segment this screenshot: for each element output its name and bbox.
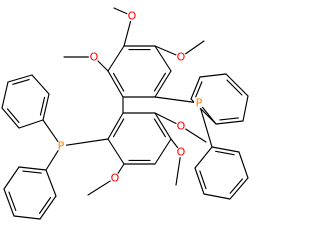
double-bond-inner	[226, 79, 243, 96]
phosphorus-atom-label: P	[58, 140, 65, 153]
double-bond-outer	[107, 70, 124, 98]
double-bond-inner	[39, 96, 46, 116]
double-bond-outer	[211, 146, 240, 153]
double-bond-inner	[39, 197, 52, 214]
atom-label-background	[175, 120, 187, 132]
single-bond	[185, 128, 207, 143]
single-bond	[3, 166, 20, 190]
single-bond	[113, 7, 128, 15]
double-bond-inner	[219, 117, 239, 121]
atom-label-background	[175, 51, 187, 63]
single-bond	[154, 138, 172, 165]
single-bond	[184, 40, 205, 55]
double-bond-inner	[112, 72, 125, 92]
single-bond	[154, 45, 172, 72]
oxygen-atom-label: O	[90, 51, 99, 64]
double-bond-inner	[229, 178, 243, 194]
bond-layer	[1, 7, 249, 220]
single-bond	[242, 95, 249, 122]
double-bond-outer	[18, 166, 47, 171]
double-bond-inner	[12, 79, 30, 85]
single-bond	[45, 150, 59, 171]
double-bond-inner	[8, 191, 17, 212]
double-bond-outer	[42, 93, 50, 121]
single-bond	[199, 73, 227, 78]
double-bond-outer	[229, 177, 249, 200]
double-bond-outer	[215, 120, 244, 125]
single-bond	[42, 119, 59, 143]
single-bond	[107, 45, 125, 72]
double-bond-inner	[112, 118, 125, 138]
double-bond-outer	[194, 167, 205, 195]
single-bond	[170, 138, 179, 149]
double-bond-outer	[3, 188, 15, 217]
atom-label-background	[55, 140, 67, 152]
single-bond	[18, 119, 44, 129]
double-bond-outer	[1, 107, 20, 129]
single-bond	[238, 151, 249, 179]
double-bond-outer	[225, 73, 249, 97]
single-bond	[154, 96, 195, 103]
atom-label-background	[126, 10, 138, 22]
single-bond	[154, 112, 177, 125]
atom-label-background	[109, 172, 121, 184]
double-bond-outer	[190, 76, 201, 100]
single-bond	[194, 146, 213, 169]
oxygen-atom-label: O	[177, 51, 186, 64]
single-bond	[97, 60, 109, 72]
double-bond-inner	[153, 72, 166, 92]
double-bond-outer	[154, 70, 172, 98]
single-bond	[31, 74, 50, 95]
single-bond	[65, 138, 109, 146]
double-bond-outer	[7, 74, 33, 83]
single-bond	[203, 193, 231, 200]
oxygen-atom-label: O	[111, 172, 120, 185]
double-bond-inner	[199, 170, 207, 190]
atom-label-background	[193, 97, 205, 109]
single-bond	[154, 45, 177, 56]
single-bond	[175, 156, 181, 186]
double-bond-outer	[107, 112, 124, 140]
single-bond	[107, 138, 125, 165]
double-bond-outer	[39, 195, 57, 220]
oxygen-atom-label: O	[177, 120, 186, 133]
double-bond-inner	[22, 170, 42, 174]
single-bond	[45, 169, 57, 197]
single-bond	[117, 163, 125, 174]
double-bond-inner	[6, 108, 20, 124]
single-bond	[199, 107, 213, 148]
single-bond	[1, 81, 9, 109]
single-bond	[123, 20, 132, 47]
phosphorus-atom-label: P	[196, 97, 203, 110]
double-bond-inner	[195, 81, 203, 98]
oxygen-atom-label: O	[177, 146, 186, 159]
single-bond	[13, 215, 41, 220]
double-bond-inner	[153, 118, 166, 138]
oxygen-atom-label: O	[128, 10, 137, 23]
atom-label-background	[175, 146, 187, 158]
single-bond	[87, 180, 111, 196]
atom-label-background	[88, 51, 100, 63]
double-bond-inner	[215, 150, 235, 156]
double-bond-outer	[154, 112, 172, 140]
